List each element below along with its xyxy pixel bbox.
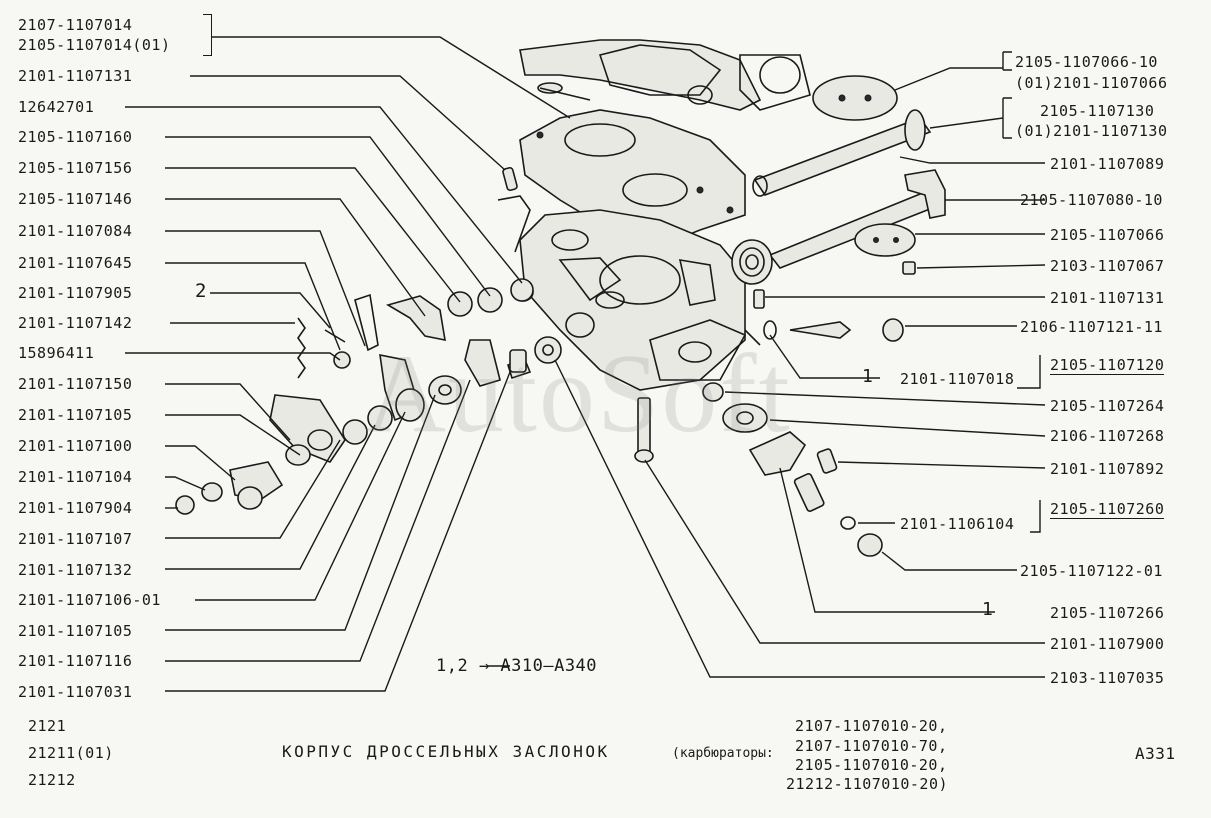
carburetor-code: 21212-1107010-20) xyxy=(786,775,949,793)
part-label: 2101-1107645 xyxy=(18,254,133,272)
part-label: 2101-1107900 xyxy=(1050,635,1165,653)
part-label: (01)2101-1107066 xyxy=(1015,74,1168,92)
throttle-linkage-parts xyxy=(175,166,534,515)
part-label: 2101-1107116 xyxy=(18,652,133,670)
page-code: A331 xyxy=(1135,744,1176,763)
part-label: 2105-1107266 xyxy=(1050,604,1165,622)
part-label: 2105-1107130 xyxy=(1040,102,1155,120)
leader-lines xyxy=(125,36,1046,692)
throttle-shafts xyxy=(731,75,946,309)
part-label: 2101-1107150 xyxy=(18,375,133,393)
part-label: 2101-1107105 xyxy=(18,406,133,424)
label-bracket xyxy=(203,14,212,56)
part-label: (01)2101-1107130 xyxy=(1015,122,1168,140)
part-label: 2103-1107067 xyxy=(1050,257,1165,275)
part-label: 2101-1107132 xyxy=(18,561,133,579)
part-label: 2101-1107104 xyxy=(18,468,133,486)
part-label: 2105-1107156 xyxy=(18,159,133,177)
part-label: 2101-1107107 xyxy=(18,530,133,548)
part-label: 2103-1107035 xyxy=(1050,669,1165,687)
part-label: 2105-1107014(01) xyxy=(18,36,171,54)
part-label: 2105-1107146 xyxy=(18,190,133,208)
part-label: 2101-1106104 xyxy=(900,515,1015,533)
cross-reference-note: 1,2 → A310–A340 xyxy=(436,656,598,676)
part-label: 2106-1107121-11 xyxy=(1020,318,1163,336)
part-label: 2101-1107106-01 xyxy=(18,591,161,609)
part-label: 2101-1107018 xyxy=(900,370,1015,388)
diagram-title: КОРПУС ДРОССЕЛЬНЫХ ЗАСЛОНОК xyxy=(282,742,610,761)
throttle-body xyxy=(512,209,761,391)
part-label: 2105-1107264 xyxy=(1050,397,1165,415)
part-label: 2101-1107105 xyxy=(18,622,133,640)
part-label: 2106-1107268 xyxy=(1050,427,1165,445)
part-label: 2101-1107131 xyxy=(1050,289,1165,307)
reference-number: 1 xyxy=(982,599,994,620)
part-label: 2105-1107260 xyxy=(1050,500,1165,519)
reference-number: 1 xyxy=(862,366,874,387)
part-label: 2105-1107120 xyxy=(1050,356,1165,375)
carburetor-code: 2105-1107010-20, xyxy=(795,756,948,774)
adjusting-screws xyxy=(634,318,904,557)
part-label: 2105-1107160 xyxy=(18,128,133,146)
model-code: 2121 xyxy=(28,717,67,735)
part-label: 2105-1107066 xyxy=(1050,226,1165,244)
part-label: 2105-1107080-10 xyxy=(1020,191,1163,209)
part-label: 2101-1107892 xyxy=(1050,460,1165,478)
part-label: 2101-1107089 xyxy=(1050,155,1165,173)
part-label: 2101-1107100 xyxy=(18,437,133,455)
part-label: 2101-1107904 xyxy=(18,499,133,517)
part-label: 2105-1107122-01 xyxy=(1020,562,1163,580)
part-label: 2105-1107066-10 xyxy=(1015,53,1158,71)
carburetor-code: 2107-1107010-70, xyxy=(795,737,948,755)
part-label: 2101-1107142 xyxy=(18,314,133,332)
part-label: 12642701 xyxy=(18,98,95,116)
part-label: 2101-1107905 xyxy=(18,284,133,302)
model-code: 21212 xyxy=(28,771,76,789)
part-label: 15896411 xyxy=(18,344,95,362)
part-label: 2107-1107014 xyxy=(18,16,133,34)
carburetor-code: 2107-1107010-20, xyxy=(795,717,948,735)
reference-number: 2 xyxy=(195,280,207,302)
part-label: 2101-1107084 xyxy=(18,222,133,240)
diagram-subtitle: (карбюраторы: xyxy=(672,746,774,761)
carburetor-upper-body xyxy=(519,39,811,111)
model-code: 21211(01) xyxy=(28,744,114,762)
part-label: 2101-1107031 xyxy=(18,683,133,701)
part-label: 2101-1107131 xyxy=(18,67,133,85)
